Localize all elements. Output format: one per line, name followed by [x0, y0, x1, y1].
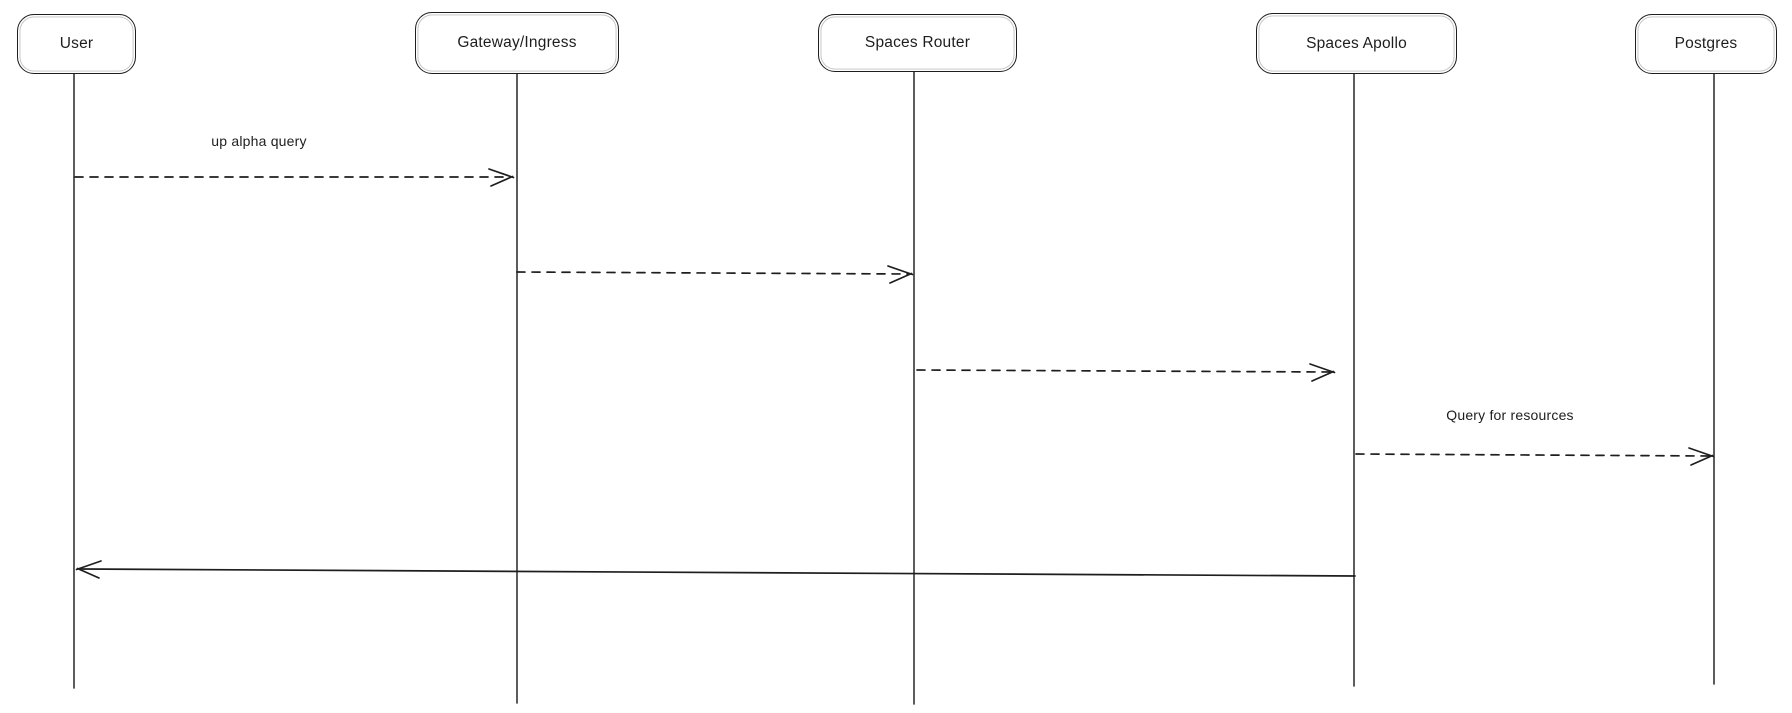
- arrowhead-3-upper: [1309, 363, 1336, 374]
- actor-label-postgres: Postgres: [1674, 35, 1738, 52]
- message-label-query-for-resources: Query for resources: [1446, 407, 1574, 423]
- message-label-up-alpha-query: up alpha query: [211, 133, 307, 149]
- arrowhead-2-lower: [889, 272, 913, 284]
- actor-box-spaces-apollo: Spaces Apollo: [1256, 13, 1457, 74]
- actor-box-gateway-ingress: Gateway/Ingress: [415, 12, 619, 74]
- actor-label-gateway-ingress: Gateway/Ingress: [457, 34, 577, 51]
- message-arrow-5-spaces-apollo-to-user: [80, 568, 1356, 577]
- arrowhead-4-lower: [1690, 454, 1714, 466]
- actor-box-spaces-router: Spaces Router: [818, 14, 1017, 72]
- actor-label-spaces-apollo: Spaces Apollo: [1306, 34, 1407, 52]
- message-arrow-2-gateway-ingress-to-spaces-router: [516, 271, 909, 275]
- message-arrow-3-spaces-router-to-spaces-apollo: [916, 369, 1331, 373]
- arrowhead-5-lower: [76, 567, 100, 579]
- arrowhead-3-lower: [1311, 370, 1335, 382]
- arrowhead-4-upper: [1688, 447, 1715, 458]
- actor-label-spaces-router: Spaces Router: [864, 34, 971, 51]
- message-arrow-4-spaces-apollo-to-postgres: [1355, 453, 1710, 457]
- arrowhead-5-upper: [75, 560, 102, 571]
- actor-label-user: User: [59, 35, 94, 52]
- actor-box-postgres: Postgres: [1635, 14, 1777, 74]
- actor-box-user: User: [17, 14, 136, 74]
- arrowhead-1-lower: [490, 175, 514, 187]
- arrowhead-2-upper: [887, 265, 914, 276]
- arrowhead-1-upper: [488, 168, 515, 179]
